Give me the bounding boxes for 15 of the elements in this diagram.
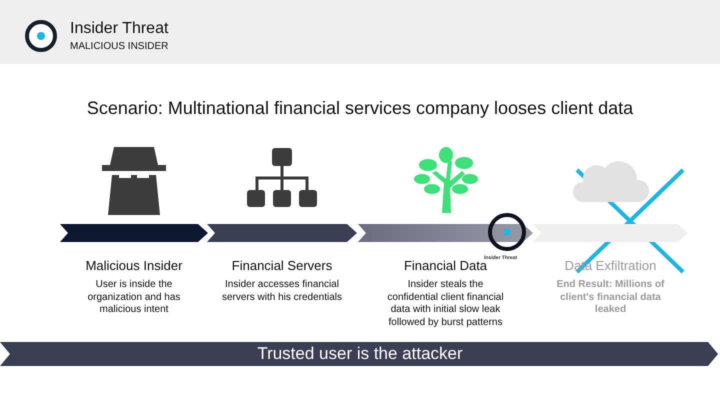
header-title: Insider Threat [70,20,168,38]
scenario-title: Scenario: Multinational financial services company looses client data [86,98,634,119]
stage-heading: Financial Servers [232,258,332,273]
chevron-stage [533,224,688,242]
chevron-stage [358,224,533,242]
banner-text: Trusted user is the attacker [256,344,464,364]
stage-description: End Result: Millions of client's financial data leaked [556,279,666,316]
stage-description: User is inside the organization and has malicious intent [86,279,182,316]
stage-description: Insider steals the confidential client financial data with initial slow leak followed by burst patterns [386,279,505,329]
stage-heading: Malicious Insider [86,258,182,273]
chevron-stage [207,224,357,242]
stage-heading: Financial Data [404,258,488,273]
chevron-stage [60,224,208,242]
stage-description: Insider accesses financial servers with his credentials [220,279,344,304]
header-subtitle: MALICIOUS INSIDER [70,41,168,52]
